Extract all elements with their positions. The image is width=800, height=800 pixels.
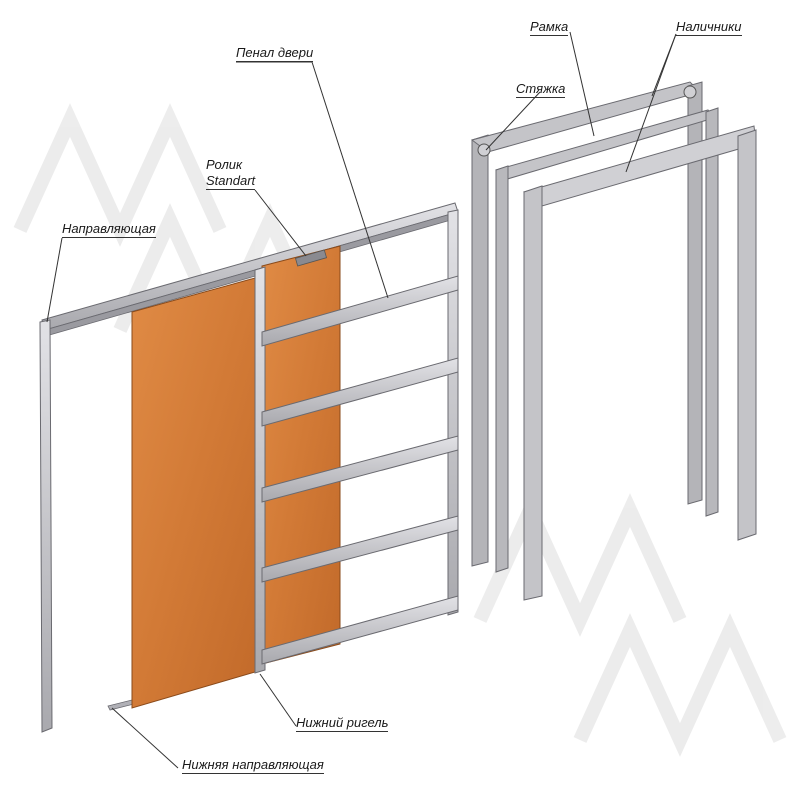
label-frame: Рамка [530,19,569,36]
door-leaf-rear [261,245,341,665]
label-guide-rail: Направляющая [62,221,156,238]
label-tie: Стяжка [516,81,566,98]
left-post [39,319,53,733]
roller [294,249,328,267]
label-casings: Наличники [676,19,742,36]
label-roller-line1: Ролик [206,157,243,172]
cassette-crossbars [261,275,459,665]
leader-lines [46,31,677,769]
label-door-cassette: Пенал двери [236,45,314,62]
label-bottom-guide: Нижняя направляющая [182,757,324,774]
door-leaf [131,276,260,709]
label-roller-line2: Standart [206,173,256,190]
label-bottom-crossbar: Нижний ригель [296,715,389,732]
casing-2 [522,125,757,601]
casing-1 [495,107,719,573]
frame [470,81,703,567]
